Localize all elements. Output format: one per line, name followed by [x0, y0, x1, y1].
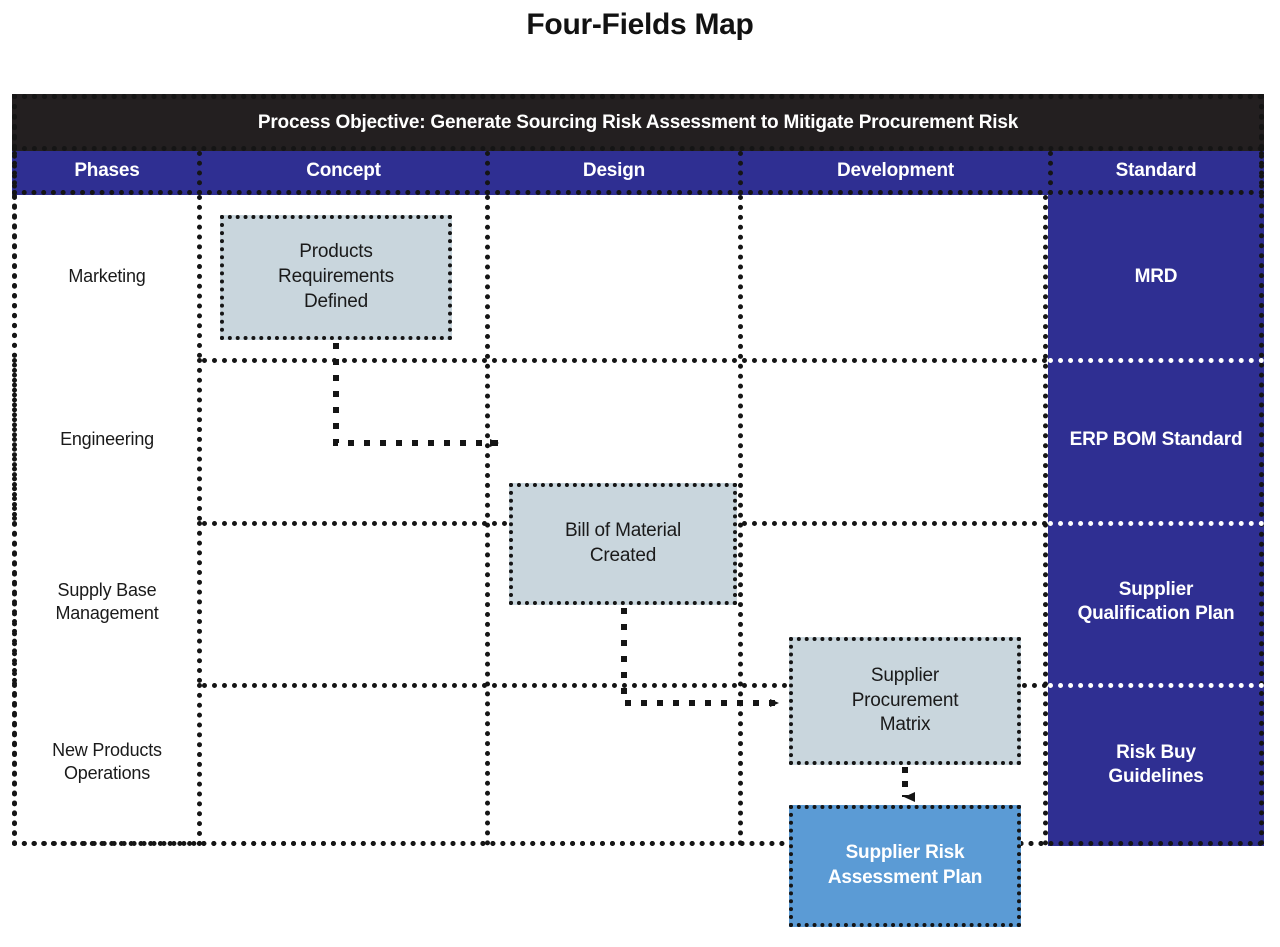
column-header-phases[interactable]: Phases	[12, 151, 202, 195]
row-divider-supply-base-new-products	[12, 683, 1048, 688]
row-divider-marketing-engineering	[12, 358, 1048, 363]
column-header-concept[interactable]: Concept	[197, 151, 490, 195]
column-header-row: Phases Concept Design Development Standa…	[12, 151, 1264, 195]
standard-cell-supplier-qualification-plan[interactable]: Supplier Qualification Plan	[1048, 521, 1264, 683]
row-label-engineering-text: Engineering	[60, 428, 154, 449]
process-box-supplier-risk-assessment-plan-line2: Assessment Plan	[827, 867, 983, 888]
standard-divider-3	[1048, 683, 1264, 688]
process-box-bill-of-material-created-line1: Bill of Material	[564, 520, 682, 542]
row-label-marketing-text: Marketing	[68, 265, 146, 286]
standard-cell-erp-bom-standard-label: ERP BOM Standard	[1069, 428, 1243, 450]
process-box-supplier-procurement-matrix-line1: Supplier	[870, 664, 940, 686]
column-header-concept-label: Concept	[306, 159, 381, 181]
lane-separator-development-standard	[1043, 195, 1048, 846]
process-box-products-requirements-defined-line3: Defined	[303, 290, 369, 312]
column-header-design-label: Design	[582, 159, 646, 181]
page-title: Four-Fields Map	[526, 8, 754, 41]
column-header-phases-label: Phases	[74, 159, 140, 181]
process-box-supplier-procurement-matrix[interactable]: Supplier Procurement Matrix	[789, 637, 1021, 765]
lane-separator-concept-design	[485, 195, 490, 846]
column-header-standard-label: Standard	[1115, 159, 1197, 181]
row-label-engineering[interactable]: Engineering	[12, 358, 202, 521]
standard-cell-risk-buy-guidelines-line1: Risk Buy	[1116, 741, 1196, 763]
row-label-new-products-operations[interactable]: New Products Operations	[12, 683, 202, 846]
standard-cell-risk-buy-guidelines[interactable]: Risk Buy Guidelines	[1048, 683, 1264, 846]
process-box-bill-of-material-created-line2: Created	[589, 545, 657, 566]
standard-cell-mrd-label: MRD	[1134, 265, 1178, 287]
column-header-development-label: Development	[836, 159, 955, 181]
row-label-marketing[interactable]: Marketing	[12, 195, 202, 358]
standard-divider-2	[1048, 521, 1264, 526]
standard-cell-risk-buy-guidelines-line2: Guidelines	[1108, 765, 1204, 787]
four-fields-map-diagram: Process Objective: Generate Sourcing Ris…	[12, 94, 1264, 927]
lane-separator-design-development	[738, 195, 743, 846]
row-label-supply-base-line2: Management	[55, 603, 159, 623]
column-header-development[interactable]: Development	[738, 151, 1053, 195]
process-box-products-requirements-defined-line1: Products	[299, 241, 373, 263]
process-box-supplier-risk-assessment-plan-line1: Supplier Risk	[845, 842, 965, 864]
swimlane-grid: Marketing Engineering Supply Base Manage…	[12, 195, 1264, 927]
process-objective-banner: Process Objective: Generate Sourcing Ris…	[12, 94, 1264, 151]
standard-cell-supplier-qualification-plan-line1: Supplier	[1118, 579, 1194, 601]
standard-cell-erp-bom-standard[interactable]: ERP BOM Standard	[1048, 358, 1264, 521]
process-box-supplier-risk-assessment-plan[interactable]: Supplier Risk Assessment Plan	[789, 805, 1021, 927]
process-box-bill-of-material-created[interactable]: Bill of Material Created	[509, 483, 737, 605]
row-label-new-products-line1: New Products	[52, 739, 162, 760]
row-label-supply-base-line1: Supply Base	[57, 579, 157, 600]
process-objective-label: Process Objective: Generate Sourcing Ris…	[257, 111, 1019, 133]
standard-cell-supplier-qualification-plan-line2: Qualification Plan	[1077, 603, 1235, 624]
standard-cell-mrd[interactable]: MRD	[1048, 195, 1264, 358]
standard-divider-1	[1048, 358, 1264, 363]
process-box-supplier-procurement-matrix-line2: Procurement	[851, 689, 959, 711]
row-label-supply-base-management[interactable]: Supply Base Management	[12, 521, 202, 683]
column-header-standard[interactable]: Standard	[1048, 151, 1264, 195]
column-header-design[interactable]: Design	[485, 151, 743, 195]
process-box-products-requirements-defined[interactable]: Products Requirements Defined	[220, 215, 452, 340]
process-box-supplier-procurement-matrix-line3: Matrix	[879, 714, 931, 736]
process-box-products-requirements-defined-line2: Requirements	[278, 266, 394, 288]
row-label-new-products-line2: Operations	[63, 763, 151, 783]
connector-bom-to-spm	[621, 608, 779, 707]
